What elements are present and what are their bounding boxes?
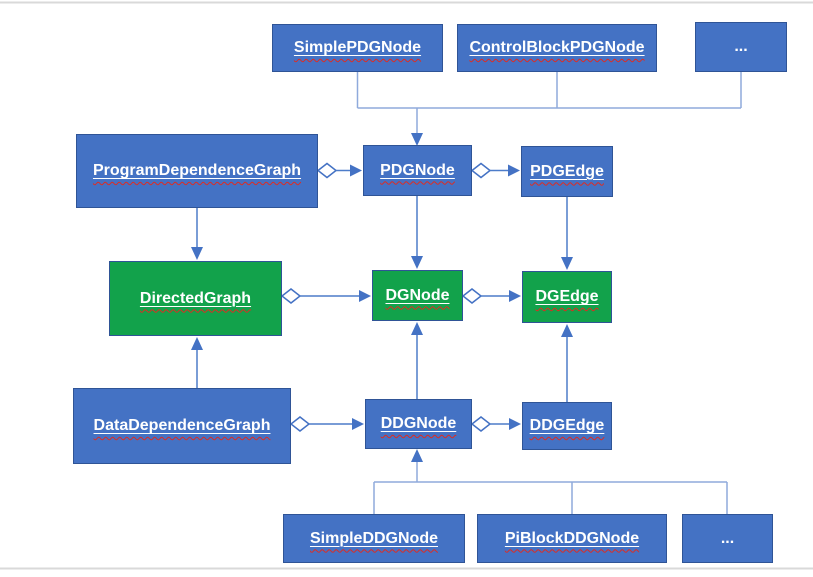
aggregation-diamond — [289, 416, 311, 432]
elbow-connector-pdgnode-subclasses — [356, 72, 742, 146]
aggregation-diamond — [470, 416, 492, 432]
arrowhead — [561, 257, 573, 270]
inheritance-pdgnode-to-dgnode — [411, 196, 423, 269]
arrowhead — [191, 247, 203, 260]
class-box-simple-pdg-node: SimplePDGNode — [272, 24, 443, 72]
elbow-connector-ddgnode-subclasses — [373, 449, 728, 514]
class-box-pdg-node: PDGNode — [363, 145, 472, 196]
class-label: PiBlockDDGNode — [504, 529, 640, 547]
arrowhead — [509, 290, 521, 302]
class-label: DataDependenceGraph — [93, 417, 271, 434]
inheritance-ddgedge-to-dgedge — [561, 324, 573, 402]
arrowhead — [561, 324, 573, 337]
aggregation-pdgnode-to-pdgedge — [470, 162, 520, 179]
class-box-dg-node: DGNode — [372, 270, 463, 321]
arrowhead-into-pdgnode-top — [411, 133, 423, 146]
class-label: DGEdge — [535, 288, 599, 305]
arrowhead — [411, 322, 423, 335]
class-label: DDGEdge — [529, 417, 605, 434]
class-label: SimpleDDGNode — [309, 529, 438, 547]
aggregation-diamond — [316, 162, 338, 179]
inheritance-ddg-to-directedgraph — [191, 337, 203, 388]
arrowhead — [411, 256, 423, 269]
aggregation-ddgnode-to-ddgedge — [470, 416, 521, 432]
class-box-control-block-pdg-node: ControlBlockPDGNode — [457, 24, 657, 72]
class-box-program-dependence-graph: ProgramDependenceGraph — [76, 134, 318, 208]
class-box-dg-edge: DGEdge — [522, 271, 612, 323]
class-label: DGNode — [385, 286, 450, 304]
class-box-ddg-edge: DDGEdge — [522, 402, 612, 450]
class-box-pi-block-ddg-node: PiBlockDDGNode — [477, 514, 667, 563]
ellipsis-label: ... — [734, 38, 748, 55]
ellipsis-label: ... — [720, 529, 735, 547]
class-label: DirectedGraph — [139, 289, 252, 307]
class-box-ddg-ellipsis: ... — [682, 514, 773, 563]
aggregation-diamond — [461, 288, 483, 304]
class-label: PDGEdge — [530, 162, 604, 180]
class-box-directed-graph: DirectedGraph — [109, 261, 282, 336]
inheritance-pdg-to-directedgraph — [191, 208, 203, 260]
inheritance-ddgnode-to-dgnode — [411, 322, 423, 399]
arrowhead — [509, 418, 521, 430]
arrowhead-into-ddgnode-bottom — [411, 449, 423, 462]
aggregation-ddg-to-ddgnode — [289, 416, 364, 432]
inheritance-pdgedge-to-dgedge — [561, 197, 573, 270]
class-label: ProgramDependenceGraph — [92, 162, 302, 179]
aggregation-directedgraph-to-dgnode — [280, 288, 371, 304]
class-label: PDGNode — [380, 161, 455, 179]
class-label: ControlBlockPDGNode — [469, 39, 645, 56]
aggregation-pdg-to-pdgnode — [316, 162, 362, 179]
class-box-pdg-ellipsis: ... — [695, 22, 787, 72]
arrowhead — [508, 164, 520, 177]
class-box-ddg-node: DDGNode — [365, 399, 472, 449]
class-label: SimplePDGNode — [293, 39, 422, 56]
class-box-data-dependence-graph: DataDependenceGraph — [73, 388, 291, 464]
aggregation-dgnode-to-dgedge — [461, 288, 521, 304]
aggregation-diamond — [280, 288, 302, 304]
arrowhead — [191, 337, 203, 350]
class-label: DDGNode — [380, 415, 457, 432]
arrowhead — [350, 164, 362, 177]
class-box-simple-ddg-node: SimpleDDGNode — [283, 514, 465, 563]
aggregation-diamond — [470, 162, 492, 179]
class-box-pdg-edge: PDGEdge — [521, 146, 613, 197]
arrowhead — [359, 290, 371, 302]
arrowhead — [352, 418, 364, 430]
